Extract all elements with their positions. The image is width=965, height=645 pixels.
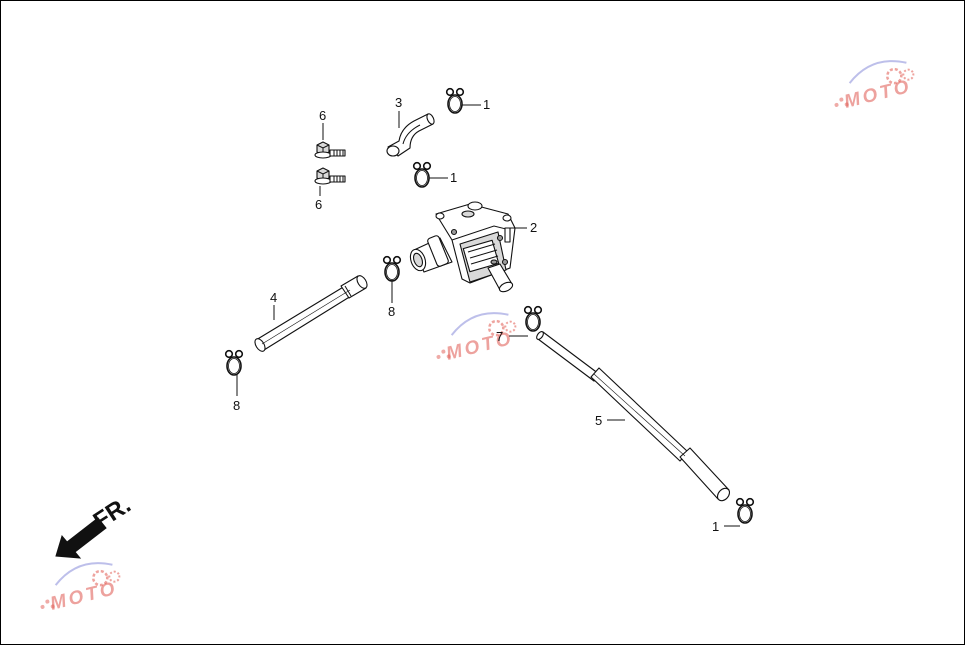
callout-4: 4 (270, 290, 277, 305)
part-clamp-8-left (224, 349, 244, 376)
callout-1-top: 1 (483, 97, 490, 112)
part-elbow-hose (386, 113, 435, 157)
callout-6-upper: 6 (319, 108, 326, 123)
part-hose-short (254, 275, 368, 352)
part-bolt-lower (314, 167, 346, 185)
watermark-top-right: MOTO (825, 54, 919, 113)
callout-3: 3 (395, 95, 402, 110)
callout-7: 7 (496, 329, 503, 344)
front-direction-arrow-icon (55, 517, 107, 559)
part-clamp-1-top (445, 87, 465, 114)
callout-8-left: 8 (233, 398, 240, 413)
part-valve-body (409, 201, 516, 293)
part-hose-long (536, 331, 731, 502)
callout-1-middle: 1 (450, 170, 457, 185)
callout-1-bottom: 1 (712, 519, 719, 534)
watermark-center: MOTO (427, 306, 521, 365)
part-clamp-1-middle (412, 161, 432, 188)
part-clamp-8-center (382, 255, 402, 282)
watermark-text: MOTO (48, 578, 120, 615)
callout-8-center: 8 (388, 304, 395, 319)
part-clamp-1-bottom (735, 497, 755, 524)
callout-5: 5 (595, 413, 602, 428)
part-clamp-7 (523, 305, 543, 332)
callout-2: 2 (530, 220, 537, 235)
watermark-text: MOTO (444, 328, 516, 365)
leader-lines (236, 104, 740, 527)
watermark-bottom-left: MOTO (31, 556, 125, 615)
callout-labels: 1 1 1 2 3 4 5 6 6 7 8 8 (233, 95, 719, 534)
callout-6-lower: 6 (315, 197, 322, 212)
watermark-text: MOTO (842, 76, 914, 113)
front-indicator: FR. (55, 491, 136, 559)
part-bolt-upper (314, 141, 346, 159)
